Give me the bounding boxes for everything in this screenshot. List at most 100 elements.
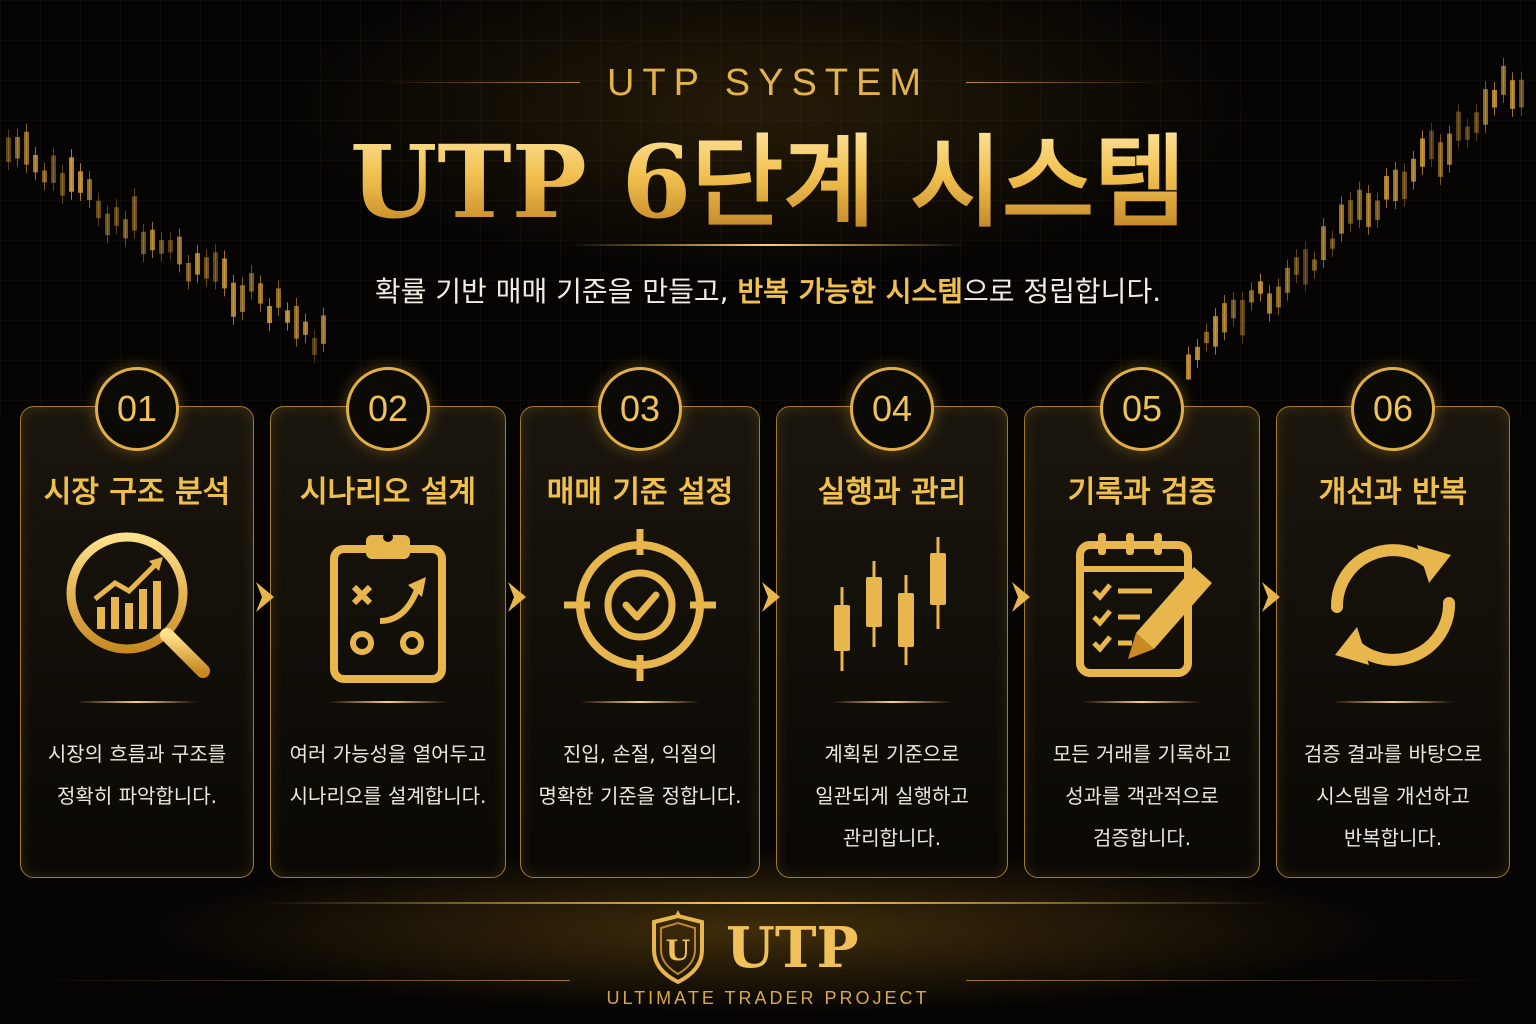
candle-body	[1357, 189, 1362, 220]
candle-body	[1231, 299, 1236, 319]
candle-body	[123, 219, 128, 239]
chevron-right-icon	[1262, 582, 1280, 612]
step-card-1: 01 시장 구조 분석 시장의 흐름과 구조를 정확히 파악합니다.	[20, 367, 254, 878]
candle-body	[105, 213, 110, 236]
candle-body	[1447, 133, 1452, 165]
candle-body	[1276, 286, 1281, 308]
candle-body	[33, 154, 38, 173]
step-description-line: 명확한 기준을 정합니다.	[538, 784, 742, 808]
background-grid	[0, 0, 1536, 420]
chevron-right-icon	[508, 582, 526, 612]
shield-logo-icon: U	[652, 910, 704, 984]
right-candlestick-decoration	[1186, 57, 1524, 380]
step-title: 실행과 관리	[817, 475, 967, 510]
step-divider	[1333, 701, 1453, 703]
candle-body	[1195, 346, 1200, 361]
candle-body	[1249, 290, 1254, 303]
subtitle-text: 확률 기반 매매 기준을 만들고,	[374, 275, 738, 308]
candle-body	[168, 240, 173, 253]
candle-body	[1267, 293, 1272, 314]
brand-line-left	[380, 82, 580, 83]
step-description: 계획된 기준으로 일관되게 실행하고 관리합니다.	[789, 733, 995, 859]
step-card-3: 03 매매 기준 설정 진입, 손절, 익절의 명확한 기준을 정합니다.	[520, 367, 760, 878]
candle-body	[1339, 204, 1344, 234]
candle-body	[1474, 112, 1479, 133]
step-description-line: 계획된 기준으로	[824, 742, 960, 766]
candle-body	[6, 137, 11, 163]
step-number-badge: 04	[850, 367, 934, 451]
chevron-right-icon	[762, 582, 780, 612]
candle-body	[285, 310, 290, 323]
step-description-line: 관리합니다.	[842, 826, 942, 850]
candlestick-icon	[834, 537, 946, 671]
candle-body	[204, 257, 209, 279]
candle-body	[1402, 171, 1407, 200]
candle-body	[1384, 176, 1389, 200]
candle-body	[1438, 142, 1443, 177]
step-description-line: 정확히 파악합니다.	[57, 784, 217, 808]
candle-body	[24, 131, 29, 165]
step-number-badge: 03	[598, 367, 682, 451]
candle-body	[1258, 281, 1263, 294]
step-divider	[832, 701, 952, 703]
candle-body	[141, 231, 146, 255]
step-description-line: 성과를 객관적으로	[1065, 784, 1219, 808]
step-description-line: 검증 결과를 바탕으로	[1303, 742, 1483, 766]
step-card-4: 04 실행과 관리 계획된 기준으로 일관되게 실행하고 관리합니다.	[776, 367, 1008, 878]
chevron-right-icon	[256, 582, 274, 612]
step-description: 여러 가능성을 열어두고 시나리오를 설계합니다.	[283, 733, 493, 817]
candle-body	[42, 170, 47, 183]
candle-body	[1420, 138, 1425, 167]
candle-body	[1312, 259, 1317, 271]
candle-body	[1348, 200, 1353, 224]
step-divider	[77, 701, 197, 703]
candle-body	[1483, 89, 1488, 125]
step-number-badge: 05	[1100, 367, 1184, 451]
step-description-line: 시나리오를 설계합니다.	[289, 784, 487, 808]
candle-body	[60, 173, 65, 196]
step-divider	[328, 701, 448, 703]
candle-body	[1366, 193, 1371, 227]
step-description-line: 반복합니다.	[1343, 826, 1443, 850]
candle-body	[1186, 354, 1191, 380]
step-divider	[580, 701, 700, 703]
step-title: 매매 기준 설정	[546, 475, 734, 510]
candle-body	[321, 315, 326, 344]
candle-body	[87, 179, 92, 200]
candle-body	[96, 200, 101, 219]
step-description-line: 여러 가능성을 열어두고	[289, 742, 487, 766]
footer-line-left	[30, 980, 570, 981]
candle-body	[258, 283, 263, 304]
candle-body	[240, 285, 245, 312]
candle-body	[177, 236, 182, 265]
candle-body	[312, 338, 317, 355]
cycle-arrows-icon	[1330, 544, 1456, 666]
candle-body	[1411, 158, 1416, 182]
subtitle-highlight: 반복 가능한 시스템	[737, 275, 963, 308]
page-title: UTP 6단계 시스템	[0, 122, 1536, 242]
candle-body	[114, 207, 119, 226]
candle-body	[1492, 89, 1497, 108]
candle-body	[249, 273, 254, 292]
step-number-badge: 06	[1351, 367, 1435, 451]
footer-brand: UTP	[726, 915, 859, 981]
candle-body	[294, 306, 299, 339]
step-title: 시장 구조 분석	[43, 475, 231, 510]
candle-body	[186, 263, 191, 282]
step-card-2: 02 시나리오 설계 여러 가능성을 열어두고 시나리오를 설계합니다.	[270, 367, 506, 878]
step-description-line: 모든 거래를 기록하고	[1052, 742, 1232, 766]
step-description-line: 검증합니다.	[1092, 826, 1192, 850]
magnifier-chart-icon	[66, 532, 210, 678]
candle-body	[1213, 316, 1218, 347]
chevron-right-icon	[1012, 582, 1030, 612]
candle-body	[1294, 257, 1299, 275]
candle-body	[1303, 249, 1308, 285]
step-card-5: 05 기록과 검증 모든 거래를 기록하고 성과를 객관적으로 검증합니다.	[1024, 367, 1260, 878]
step-description: 검증 결과를 바탕으로 시스템을 개선하고 반복합니다.	[1289, 733, 1497, 859]
step-card-6: 06 개선과 반복 검증 결과를 바탕으로 시스템을 개선하고 반복합니다.	[1276, 367, 1510, 878]
step-divider	[1082, 701, 1202, 703]
step-description-line: 시장의 흐름과 구조를	[47, 742, 227, 766]
calendar-checklist-pencil-icon	[1076, 533, 1212, 677]
footer-subtitle: ULTIMATE TRADER PROJECT	[606, 988, 930, 1008]
candle-body	[1240, 300, 1245, 336]
